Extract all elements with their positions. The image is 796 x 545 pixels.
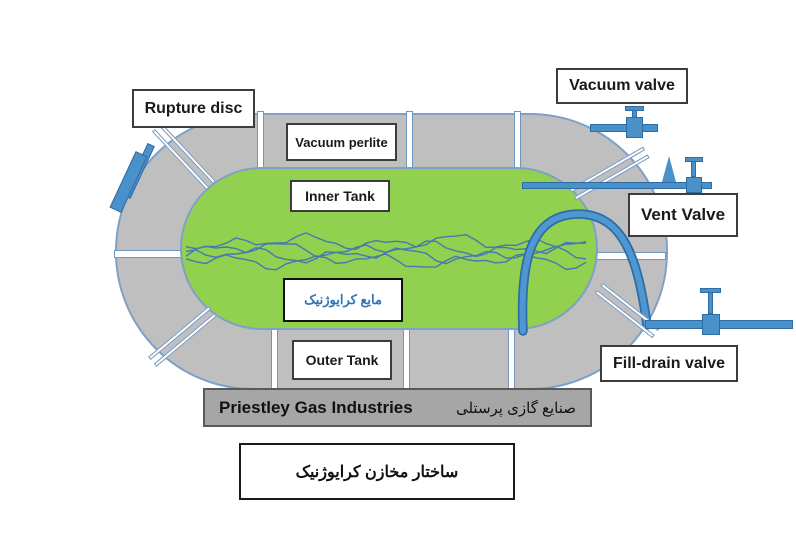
company-bar: Priestley Gas Industries صنایع گازی پرست… <box>203 388 592 427</box>
strut-left-horizontal <box>114 250 183 258</box>
diagram-title: ساختار مخازن کرایوژنیک <box>239 443 515 500</box>
vacuum-perlite-label: Vacuum perlite <box>286 123 397 161</box>
strut-top-middle <box>406 111 413 171</box>
fill-drain-valve-stem <box>708 292 713 314</box>
rupture-disc-label: Rupture disc <box>132 89 255 128</box>
vacuum-valve-pipe <box>590 124 658 132</box>
cryogenic-liquid-label: مایع کرایوژنیک <box>283 278 403 322</box>
strut-top-left <box>257 111 264 171</box>
strut-bottom-right <box>508 326 515 390</box>
strut-bottom-middle <box>403 326 410 390</box>
vacuum-valve-handle <box>625 106 644 111</box>
vent-valve-body <box>686 177 702 193</box>
safety-relief-icon <box>662 156 676 182</box>
fill-drain-valve-handle <box>700 288 721 293</box>
strut-bottom-left <box>271 326 278 390</box>
vent-valve-handle <box>685 157 703 162</box>
fill-drain-valve-body <box>702 314 720 335</box>
vent-pipe <box>522 182 712 189</box>
company-name-persian: صنایع گازی پرستلی <box>455 399 576 417</box>
vent-valve-stem <box>691 161 696 177</box>
vacuum-valve-body <box>626 117 643 138</box>
inner-tank-label: Inner Tank <box>290 180 390 212</box>
company-name-english: Priestley Gas Industries <box>219 397 413 417</box>
outer-tank-label: Outer Tank <box>292 340 392 380</box>
vent-valve-label: Vent Valve <box>628 193 738 237</box>
strut-right-horizontal <box>595 252 666 260</box>
fill-drain-valve-label: Fill-drain valve <box>600 345 738 382</box>
vacuum-valve-label: Vacuum valve <box>556 68 688 104</box>
vacuum-valve-stem <box>632 110 637 118</box>
strut-top-right <box>514 111 521 171</box>
